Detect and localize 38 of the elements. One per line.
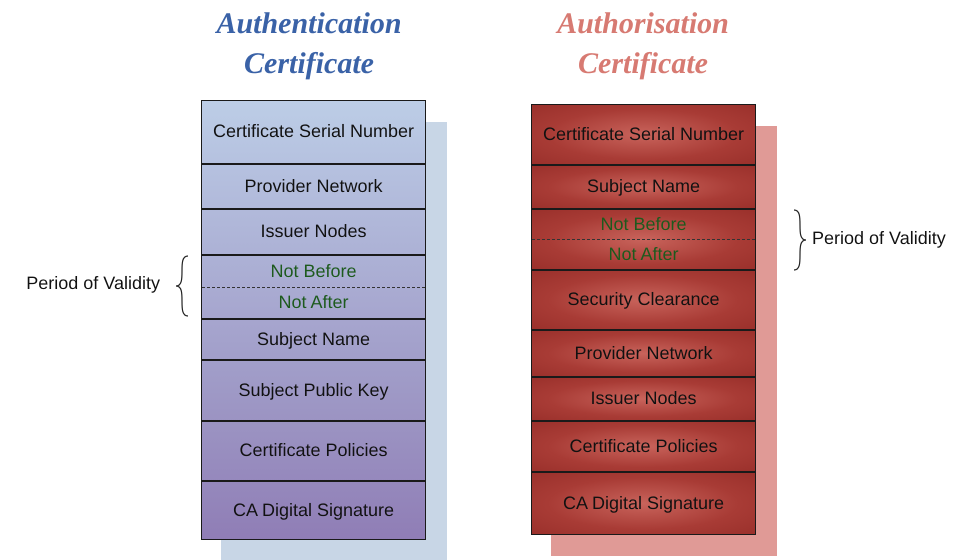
field-label: Certificate Policies bbox=[239, 439, 388, 462]
field-label: CA Digital Signature bbox=[562, 492, 724, 515]
certificate-field bbox=[531, 472, 756, 535]
field-label: Not After bbox=[608, 242, 679, 266]
certificate-field bbox=[531, 104, 756, 165]
certificate-title: Authentication Certificate bbox=[214, 6, 403, 82]
field-label: Subject Public Key bbox=[238, 378, 389, 402]
certificate-field bbox=[201, 209, 426, 255]
field-label: CA Digital Signature bbox=[232, 498, 394, 522]
field-label: Provider Network bbox=[244, 174, 383, 198]
field-label: Subject Name bbox=[256, 328, 370, 351]
certificate-field bbox=[201, 360, 426, 421]
certificate-field bbox=[531, 165, 756, 209]
certificate-field bbox=[201, 481, 426, 540]
certificate-field bbox=[531, 209, 756, 270]
certificate-field bbox=[531, 330, 756, 377]
field-label: Certificate Policies bbox=[569, 434, 718, 458]
certificate-field bbox=[201, 100, 426, 164]
certificate-field bbox=[531, 377, 756, 421]
field-label: Not Before bbox=[270, 260, 357, 283]
certificate-field bbox=[201, 164, 426, 209]
certificate-field bbox=[531, 421, 756, 472]
period-label: Period of Validity bbox=[812, 228, 946, 249]
field-label: Subject Name bbox=[586, 175, 700, 198]
certificate-field bbox=[201, 319, 426, 360]
field-label: Provider Network bbox=[574, 342, 713, 365]
field-label: Security Clearance bbox=[567, 288, 720, 312]
certificate-title: Authorisation Certificate bbox=[554, 6, 730, 82]
field-label: Certificate Serial Number bbox=[212, 120, 414, 144]
certificate-field bbox=[201, 255, 426, 319]
field-label: Issuer Nodes bbox=[260, 220, 367, 244]
field-label: Not Before bbox=[600, 212, 687, 236]
certificate-field bbox=[531, 270, 756, 330]
field-label: Issuer Nodes bbox=[590, 387, 697, 410]
field-label: Certificate Serial Number bbox=[542, 122, 744, 146]
field-label: Not After bbox=[278, 291, 349, 314]
certificate-field bbox=[201, 421, 426, 481]
period-label: Period of Validity bbox=[26, 273, 160, 294]
